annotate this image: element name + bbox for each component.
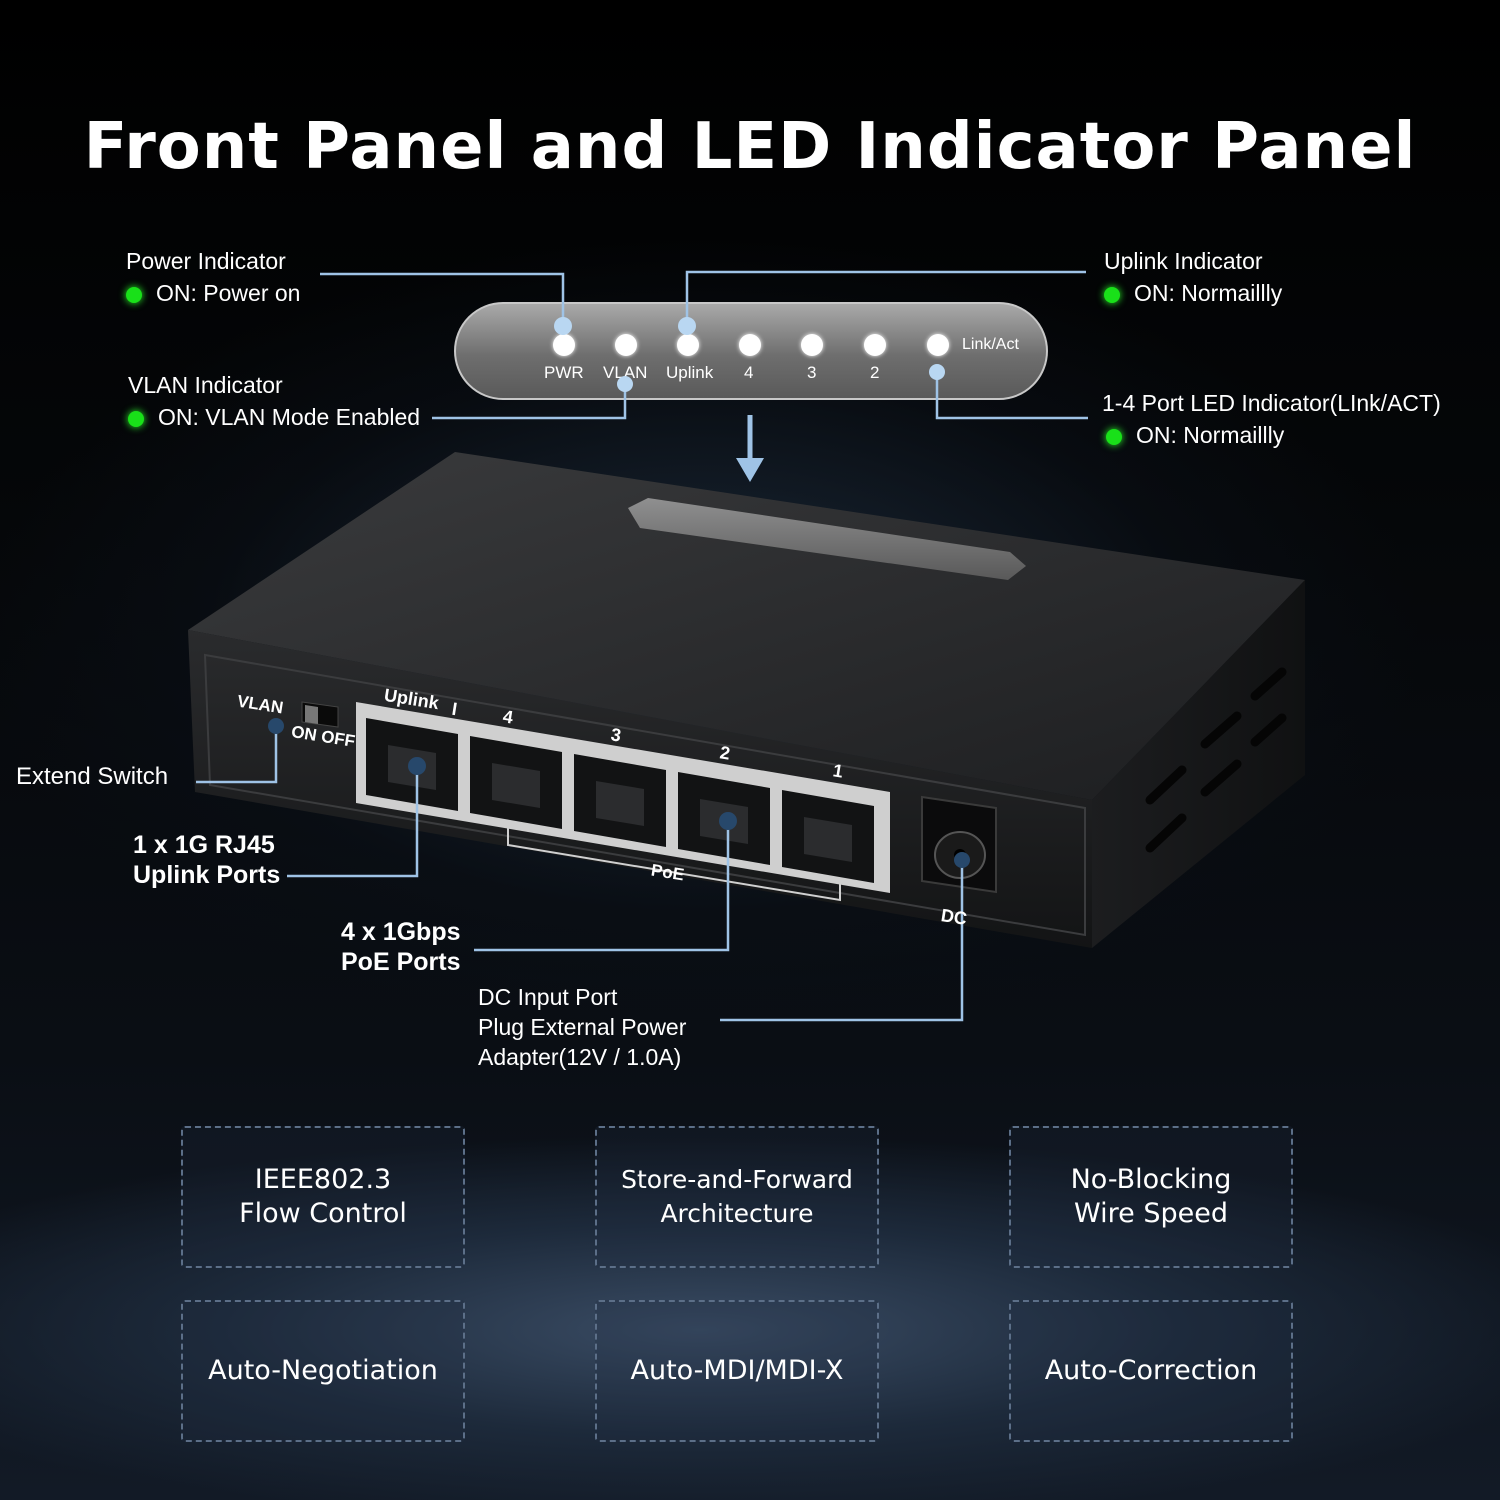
port2-led xyxy=(864,334,886,356)
led-label-link-act: Link/Act xyxy=(962,336,1019,353)
uplink-ports-callout-line2: Uplink Ports xyxy=(133,861,281,889)
poe-ports-callout-line1: 4 x 1Gbps xyxy=(341,918,461,946)
led-label-3: 3 xyxy=(807,363,817,382)
vlan-indicator-state: ON: VLAN Mode Enabled xyxy=(128,402,420,432)
led-label-vlan: VLAN xyxy=(603,363,648,382)
feature-text: IEEE802.3 xyxy=(254,1164,392,1195)
led-label-pwr: PWR xyxy=(544,363,584,382)
port3-led xyxy=(801,334,823,356)
green-led-icon xyxy=(126,287,142,303)
feature-text: Auto-Negotiation xyxy=(208,1355,438,1386)
led-indicator-panel: PWR VLAN Uplink 4 3 2 Link/Act xyxy=(454,302,1048,400)
extend-switch-callout: Extend Switch xyxy=(16,763,169,790)
port-indicator-title: 1-4 Port LED Indicator(LInk/ACT) xyxy=(1102,390,1441,416)
green-led-icon xyxy=(1106,429,1122,445)
green-led-icon xyxy=(128,411,144,427)
feature-auto-negotiation: Auto-Negotiation xyxy=(181,1300,465,1442)
poe-label: PoE xyxy=(649,860,686,885)
feature-text: Store-and-Forward xyxy=(621,1165,853,1194)
power-indicator-state: ON: Power on xyxy=(126,278,300,308)
feature-text: Flow Control xyxy=(239,1198,407,1229)
led-label-2: 2 xyxy=(870,363,880,382)
uplink-indicator-state: ON: Normaillly xyxy=(1104,278,1282,308)
pwr-led xyxy=(553,334,575,356)
led-label-4: 4 xyxy=(744,363,754,382)
feature-text: Architecture xyxy=(660,1199,814,1228)
led-label-uplink: Uplink xyxy=(666,363,714,382)
dc-input-callout-line3: Adapter(12V / 1.0A) xyxy=(478,1044,682,1070)
port-indicator-state: ON: Normaillly xyxy=(1106,420,1284,450)
dc-label: DC xyxy=(939,905,969,929)
feature-text: Auto-Correction xyxy=(1044,1355,1258,1386)
feature-auto-mdi: Auto-MDI/MDI-X xyxy=(595,1300,879,1442)
power-indicator-title: Power Indicator xyxy=(126,248,286,274)
feature-text: No-Blocking xyxy=(1070,1164,1232,1195)
feature-text: Auto-MDI/MDI-X xyxy=(630,1355,844,1386)
uplink-indicator-title: Uplink Indicator xyxy=(1104,248,1263,274)
port4-led xyxy=(739,334,761,356)
port1-led xyxy=(927,334,949,356)
feature-auto-correction: Auto-Correction xyxy=(1009,1300,1293,1442)
vlan-led xyxy=(615,334,637,356)
page-title: Front Panel and LED Indicator Panel xyxy=(83,110,1417,184)
dc-input-callout-line1: DC Input Port xyxy=(478,984,618,1010)
uplink-ports-callout-line1: 1 x 1G RJ45 xyxy=(133,831,275,859)
green-led-icon xyxy=(1104,287,1120,303)
feature-text: Wire Speed xyxy=(1074,1198,1228,1229)
dc-input-callout-line2: Plug External Power xyxy=(478,1014,687,1040)
uplink-led xyxy=(677,334,699,356)
vlan-indicator-title: VLAN Indicator xyxy=(128,372,283,398)
poe-ports-callout-line2: PoE Ports xyxy=(341,948,461,976)
